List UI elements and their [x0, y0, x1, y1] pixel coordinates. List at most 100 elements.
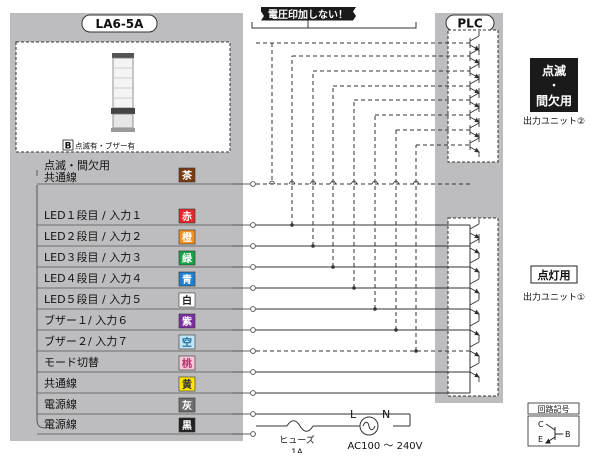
blink-unit-label2: 間欠用 — [536, 93, 572, 108]
wire-row-9: モード切替桃 — [37, 355, 256, 375]
legend-symbol-box — [527, 415, 580, 447]
wire-row-3: LED２段目 / 入力２ 橙 — [37, 229, 256, 249]
fuse-rating: 1A — [291, 448, 304, 453]
legend-title: 回路記号 — [538, 404, 570, 414]
wire-color-name: 灰 — [182, 399, 192, 412]
warning-bracket — [251, 22, 417, 29]
wire-label: LED３段目 / 入力３ — [44, 250, 142, 264]
ac-voltage-label: AC100 ～ 240V — [347, 441, 422, 452]
wire-color-name: 青 — [182, 273, 192, 286]
wire-label: ブザー１/ 入力６ — [44, 313, 128, 327]
transistor-collector — [469, 92, 480, 99]
transistor-collector — [469, 78, 480, 85]
transistor-arrow — [474, 132, 480, 138]
wire-row-11: 電源線 灰 — [37, 397, 256, 417]
transistor-arrow — [474, 233, 480, 239]
ac-wave-icon — [362, 421, 376, 431]
transistor-arrow — [474, 58, 480, 64]
wire-row-5: LED４段目 / 入力４ 青 — [37, 271, 256, 291]
wire-color-swatch — [178, 271, 196, 287]
output-unit-1-frame — [447, 217, 499, 397]
wire-color-name: 赤 — [182, 210, 192, 223]
wire-label: ブザー２/ 入力７ — [44, 334, 128, 348]
wire-color-swatch — [178, 229, 196, 245]
legend-c-label: C — [538, 420, 544, 429]
wire-row-12: 電源線黒 — [37, 417, 256, 437]
fuse-symbol — [286, 420, 314, 432]
device-title: LA6-5A — [96, 17, 145, 31]
wire-terminal — [250, 390, 256, 396]
image-caption: 点滅有・ブザー有 — [75, 141, 135, 151]
lit-unit-label: 点灯用 — [538, 268, 571, 282]
wire-color-name: 白 — [182, 294, 192, 307]
wire-terminal — [250, 222, 256, 228]
wire-color-name: 紫 — [182, 315, 192, 328]
ac-l-label: L — [350, 408, 357, 421]
junction-dot — [373, 307, 377, 311]
transistor-arrow — [474, 309, 480, 315]
transistor-arrow — [474, 117, 480, 123]
wire-color-name: 茶 — [181, 169, 193, 182]
transistor-collector — [469, 238, 480, 245]
wire-label: LED２段目 / 入力２ — [44, 229, 142, 243]
wire-color-name: 黒 — [182, 420, 192, 432]
wire-color-swatch — [178, 250, 196, 266]
transistor-collector — [469, 341, 480, 348]
signal-tower-image — [111, 53, 135, 132]
wire-color-name: 橙 — [182, 231, 193, 244]
wire-color-swatch — [178, 355, 196, 371]
transistor-icon — [469, 295, 480, 319]
wire-row-6: LED５段目 / 入力５ 白 — [37, 292, 256, 312]
transistor-icon — [469, 358, 480, 382]
transistor-collector — [469, 63, 480, 70]
fuse-label: ヒューズ — [279, 434, 315, 446]
transistor-icon — [469, 219, 480, 243]
transistor-arrow — [474, 267, 480, 273]
wire-bundle-bracket — [36, 170, 47, 429]
wire-label: 共通線 — [44, 376, 77, 390]
wire-label: モード切替 — [44, 355, 99, 369]
junction-dot — [352, 286, 356, 290]
transistor-collector — [469, 122, 480, 129]
blink-unit-label: 点滅 — [542, 63, 566, 78]
transistor-icon — [469, 133, 480, 157]
wire-label: 電源線 — [44, 397, 77, 411]
plc-title: PLC — [457, 17, 482, 31]
transistor-arrow — [474, 147, 480, 153]
image-caption-letter: B — [65, 142, 72, 152]
transistor-collector — [469, 299, 480, 306]
wire-color-swatch — [178, 208, 196, 224]
wire-terminal — [250, 431, 256, 437]
legend-e-label: E — [538, 435, 543, 444]
lit-unit-badge — [530, 265, 578, 284]
warning-label: 電圧印加しない！ — [268, 8, 348, 21]
wire-color-swatch — [178, 397, 196, 413]
wire-crossing-arc — [268, 180, 276, 185]
wire-color-swatch — [178, 417, 196, 433]
wire-color-name: 緑 — [182, 252, 193, 265]
transistor-collector — [469, 257, 480, 264]
wire-terminal — [250, 181, 256, 187]
transistor-collector — [469, 48, 480, 55]
wire-row-10: 共通線黄 — [37, 376, 256, 396]
transistor-collector — [469, 35, 480, 42]
transistor-arrow — [474, 88, 480, 94]
lit-unit-caption: 出力ユニット① — [523, 291, 585, 303]
wire-color-swatch — [178, 167, 196, 183]
transistor-collector — [469, 320, 480, 327]
junction-dot — [311, 244, 315, 248]
transistor-arrow — [474, 351, 480, 357]
transistor-arrow — [474, 73, 480, 79]
wire-label: LED４段目 / 入力４ — [44, 271, 142, 285]
transistor-arrow — [474, 102, 480, 108]
legend-title-box — [527, 402, 580, 415]
wire-label: LED５段目 / 入力５ — [44, 292, 142, 306]
wire-row-1: 点滅・間欠用共通線茶 — [37, 158, 256, 187]
wire-row-7: ブザー１/ 入力６ 紫 — [37, 313, 256, 333]
wire-label-sub: 共通線 — [44, 170, 77, 184]
ac-n-label: N — [382, 408, 390, 421]
wire-terminal — [250, 264, 256, 270]
